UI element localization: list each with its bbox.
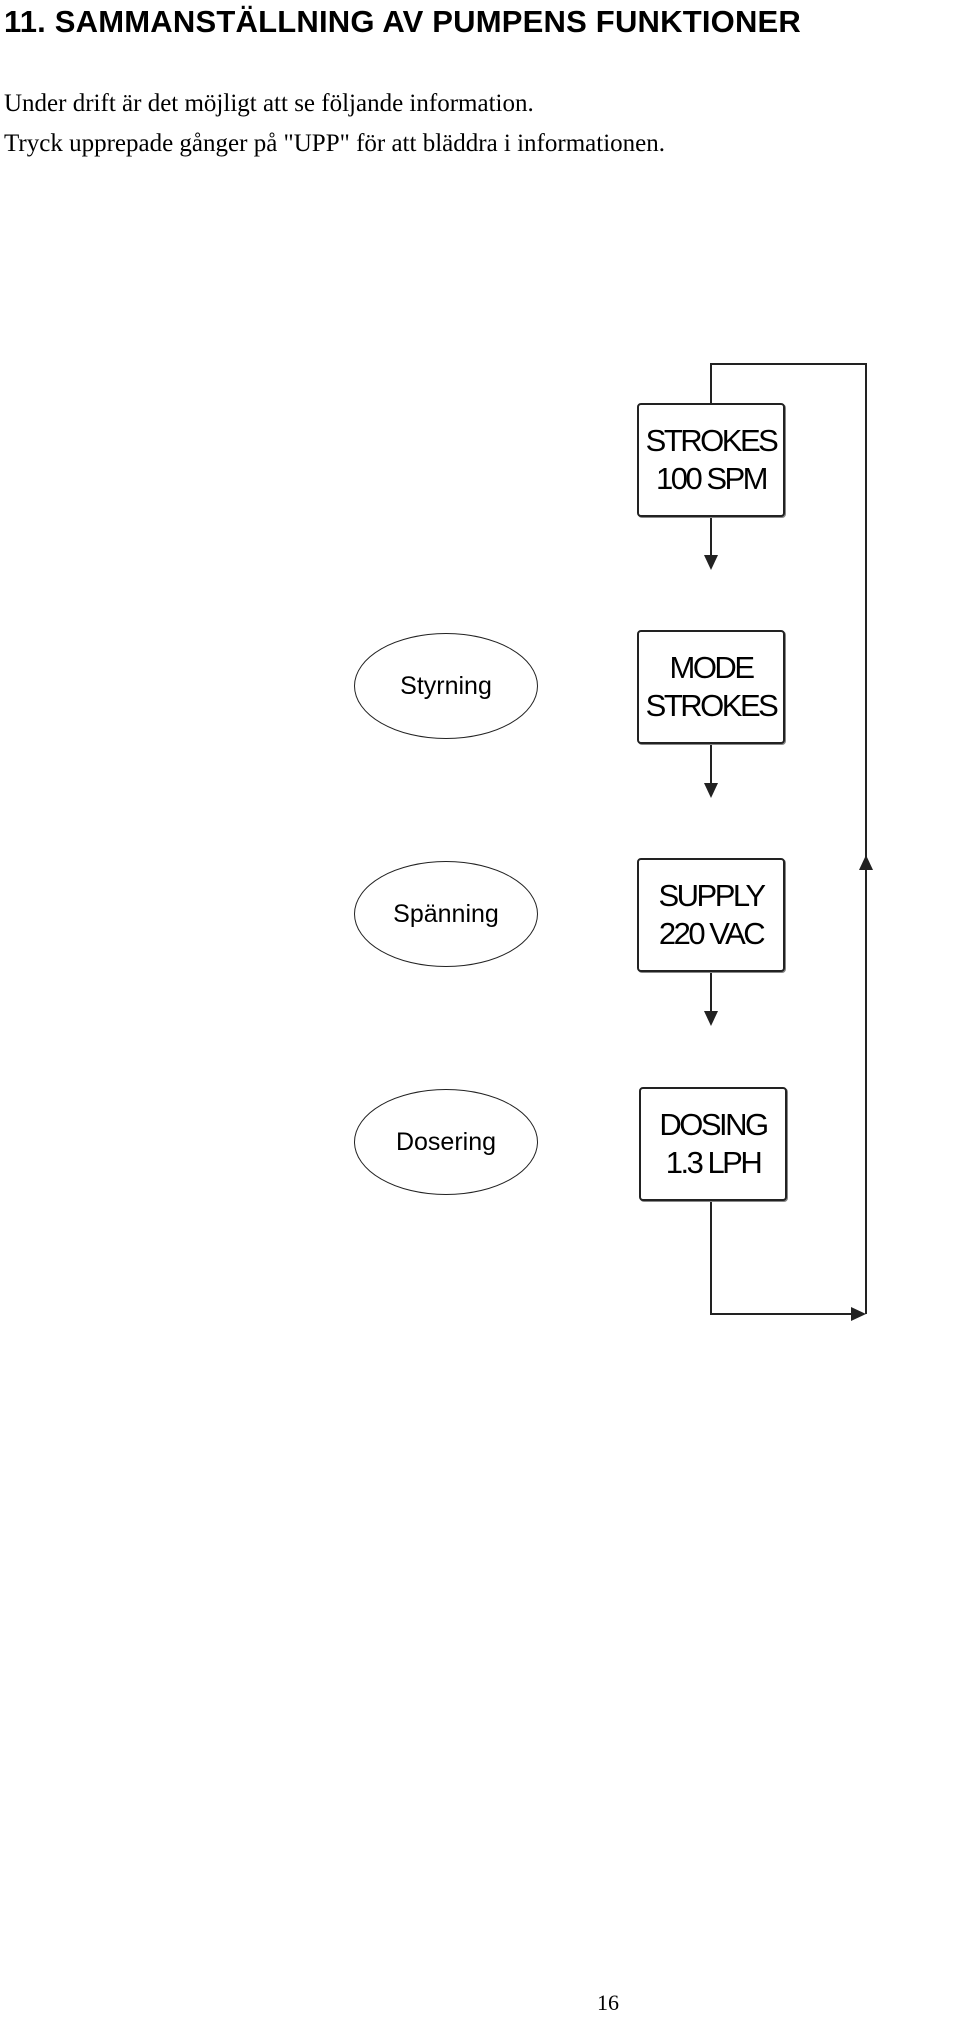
- display-line-2: 100 SPM: [655, 461, 769, 496]
- arrow-down-2: [704, 783, 718, 798]
- display-dosing-lph: DOSING 1.3 LPH: [639, 1087, 787, 1201]
- section-title: 11. SAMMANSTÄLLNING AV PUMPENS FUNKTIONE…: [4, 4, 802, 39]
- display-mode-strokes: MODE STROKES: [637, 630, 785, 744]
- display-line-1: STROKES: [645, 423, 779, 458]
- display-supply-vac: SUPPLY 220 VAC: [637, 858, 785, 972]
- function-flow-diagram: STROKES 100 SPM MODE STROKES SUPPLY 220 …: [354, 363, 873, 1321]
- display-line-1: SUPPLY: [658, 878, 766, 913]
- intro-line-1: Under drift är det möjligt att se följan…: [4, 90, 534, 117]
- display-line-2: 1.3 LPH: [665, 1145, 763, 1180]
- display-line-1: DOSING: [659, 1107, 769, 1142]
- display-line-2: 220 VAC: [658, 916, 766, 951]
- loop-line-bottom: [710, 1200, 851, 1315]
- display-line-2: STROKES: [645, 688, 779, 723]
- display-line-1: MODE: [669, 650, 756, 685]
- label-spanning: Spänning: [354, 861, 538, 967]
- arrow-down-1: [704, 555, 718, 570]
- display-strokes-spm: STROKES 100 SPM: [637, 403, 785, 517]
- page-number: 16: [597, 1990, 619, 2015]
- intro-line-2: Tryck upprepade gånger på "UPP" för att …: [4, 130, 665, 157]
- label-styrning: Styrning: [354, 633, 538, 739]
- arrow-right-loop: [851, 1307, 866, 1321]
- arrow-up-loop: [859, 855, 873, 870]
- arrow-down-3: [704, 1011, 718, 1026]
- flow-connectors: [704, 363, 873, 1321]
- label-dosering: Dosering: [354, 1089, 538, 1195]
- loop-line-top: [710, 363, 867, 869]
